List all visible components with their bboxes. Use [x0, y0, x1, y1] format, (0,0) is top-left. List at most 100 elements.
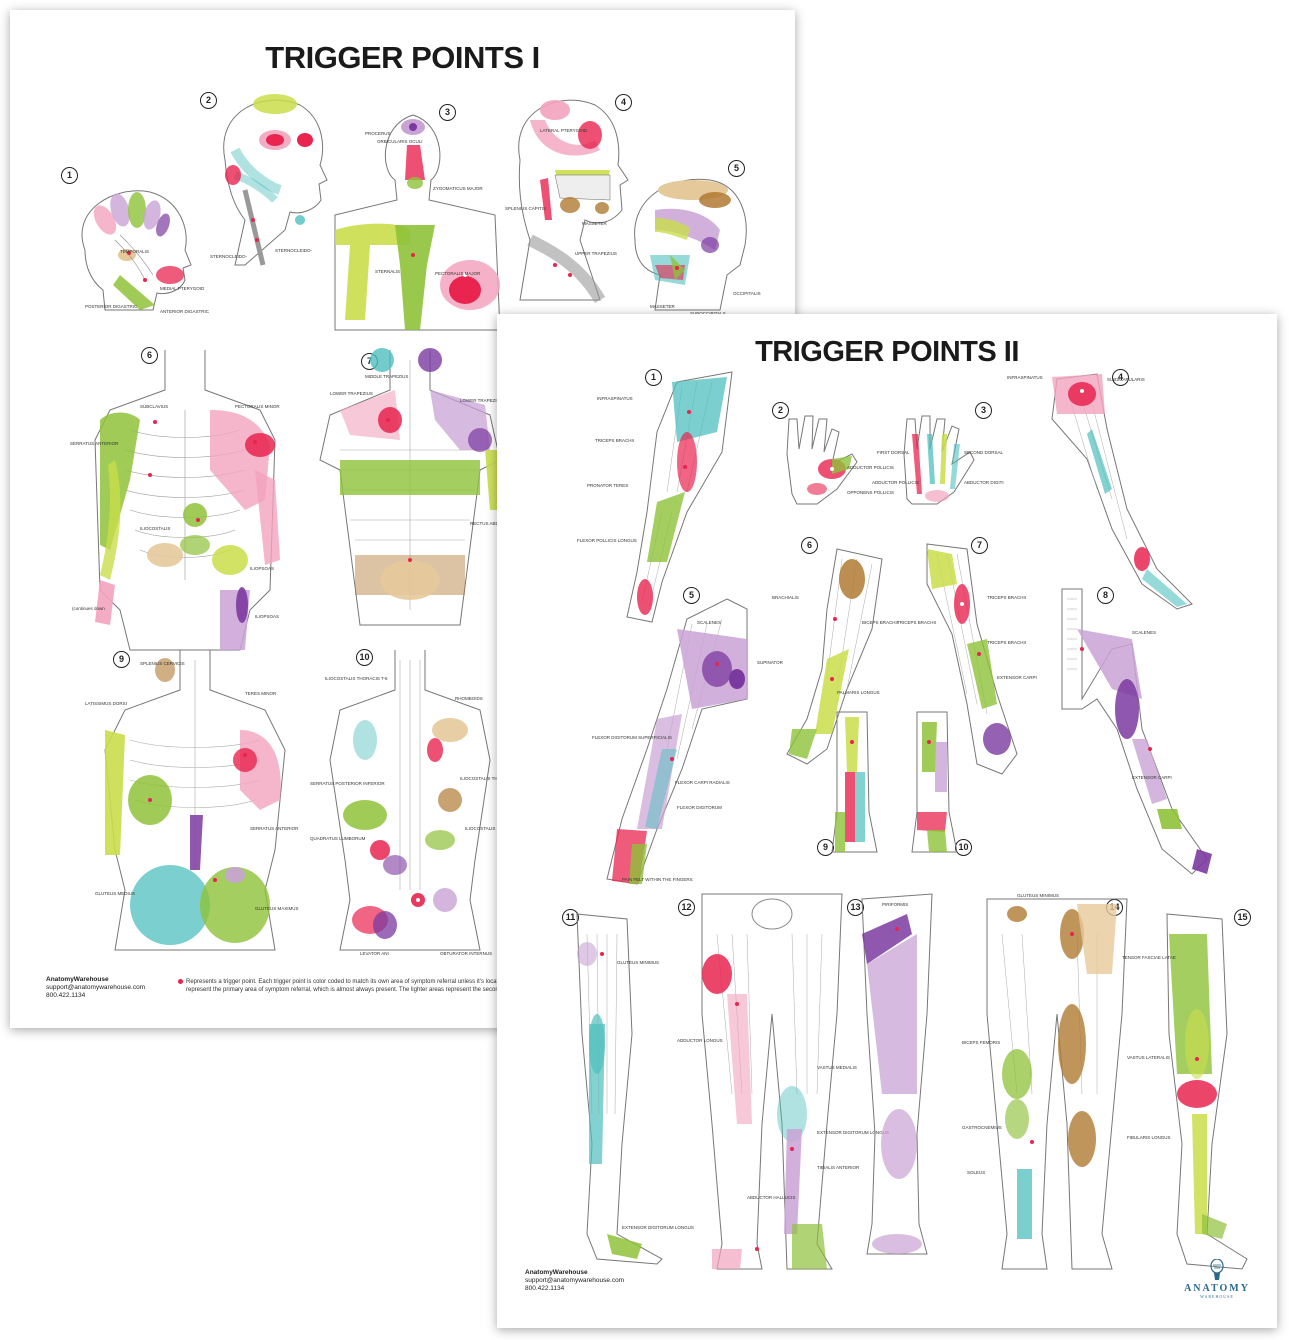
- shoulder-arm-illustration: SCALENES FLEXOR DIGITORUM SUPERFICIALIS …: [592, 598, 767, 885]
- svg-text:SERRATUS ANTERIOR: SERRATUS ANTERIOR: [70, 441, 119, 446]
- head-side-illustration: TEMPORALIS POSTERIOR DIGASTRIC ANTERIOR …: [65, 180, 210, 315]
- panel-number: 8: [1097, 587, 1114, 604]
- panel-number: 1: [61, 167, 78, 184]
- svg-text:TRICEPS BRACHII: TRICEPS BRACHII: [987, 640, 1026, 645]
- svg-text:OPPONENS POLLICIS: OPPONENS POLLICIS: [847, 490, 894, 495]
- svg-text:TRICEPS BRACHII: TRICEPS BRACHII: [595, 438, 634, 443]
- svg-text:ILIOPSOAS: ILIOPSOAS: [250, 566, 274, 571]
- poster-title: TRIGGER POINTS II: [755, 336, 1019, 368]
- back-gluteus-illustration: SPLENIUS CERVICIS LATISSIMUS DORSI TERES…: [85, 650, 305, 960]
- back-deep-muscles-illustration: ILIOCOSTALIS THORACIS T-6 RHOMBOIDS SERR…: [310, 650, 525, 960]
- svg-text:GLUTEUS MINIMUS: GLUTEUS MINIMUS: [617, 960, 659, 965]
- svg-text:SERRATUS ANTERIOR: SERRATUS ANTERIOR: [250, 826, 299, 831]
- svg-text:POSTERIOR DIGASTRIC: POSTERIOR DIGASTRIC: [85, 304, 138, 309]
- panel-number: 6: [141, 347, 158, 364]
- chest-front-illustration: ORBICULARIS OCULI ZYGOMATICUS MAJOR PECT…: [325, 105, 501, 331]
- svg-text:(continues down: (continues down: [72, 606, 105, 611]
- support-email: support@anatomywarehouse.com: [46, 984, 146, 991]
- svg-text:STERNOCLEIDO-: STERNOCLEIDO-: [210, 254, 248, 259]
- svg-text:SCALENES: SCALENES: [1132, 630, 1156, 635]
- svg-text:FLEXOR CARPI RADIALIS: FLEXOR CARPI RADIALIS: [675, 780, 730, 785]
- panel-number: 9: [113, 651, 130, 668]
- hand-adductor-illustration: ADDUCTOR POLLICIS OPPONENS POLLICIS: [777, 414, 894, 505]
- support-email: support@anatomywarehouse.com: [525, 1277, 625, 1284]
- svg-text:ADDUCTOR LONGUS: ADDUCTOR LONGUS: [677, 1038, 723, 1043]
- head-sternocleidomastoid-illustration: STERNOCLEIDO- STERNOCLEIDO-: [205, 90, 335, 266]
- panel-number: 1: [645, 369, 662, 386]
- panel-number: 10: [356, 649, 373, 666]
- svg-text:INFRASPINATUS: INFRASPINATUS: [597, 396, 633, 401]
- logo-subtext: WAREHOUSE: [1200, 1294, 1234, 1299]
- svg-text:GASTROCNEMIUS: GASTROCNEMIUS: [962, 1125, 1002, 1130]
- thorax-front-illustration: SUBCLAVIUS PECTORALIS MINOR SERRATUS ANT…: [70, 350, 300, 660]
- legs-back-illustration: GLUTEUS MINIMUS BICEPS FEMORIS GASTROCNE…: [962, 893, 1137, 1274]
- svg-text:ZYGOMATICUS MAJOR: ZYGOMATICUS MAJOR: [433, 186, 483, 191]
- svg-text:ORBICULARIS OCULI: ORBICULARIS OCULI: [377, 139, 423, 144]
- svg-text:FIRST DORSAL: FIRST DORSAL: [877, 450, 910, 455]
- svg-text:STERNALIS: STERNALIS: [375, 269, 400, 274]
- svg-text:ILIOCOSTALIS THORACIS T-11: ILIOCOSTALIS THORACIS T-11: [460, 776, 525, 781]
- svg-text:SPLENIUS CAPITIS: SPLENIUS CAPITIS: [505, 206, 546, 211]
- svg-text:LATERAL PTERYGOID: LATERAL PTERYGOID: [540, 128, 588, 133]
- svg-text:FIBULARIS LONGUS: FIBULARIS LONGUS: [1127, 1135, 1171, 1140]
- svg-text:EXTENSOR CARPI: EXTENSOR CARPI: [1132, 775, 1172, 780]
- poster2-footer: AnatomyWarehouse support@anatomywarehous…: [525, 1269, 624, 1293]
- svg-text:ILIOCOSTALIS: ILIOCOSTALIS: [465, 826, 495, 831]
- svg-text:ILIOPSOAS: ILIOPSOAS: [255, 614, 279, 619]
- svg-text:FLEXOR DIGITORUM: FLEXOR DIGITORUM: [677, 805, 722, 810]
- svg-text:BICEPS BRACHII: BICEPS BRACHII: [862, 620, 898, 625]
- svg-text:TEMPORALIS: TEMPORALIS: [120, 249, 149, 254]
- svg-text:ANTERIOR DIGASTRIC: ANTERIOR DIGASTRIC: [160, 309, 210, 314]
- svg-text:LEVATOR ANI: LEVATOR ANI: [360, 951, 389, 956]
- forearm-brachioradialis-illustration: [907, 711, 958, 853]
- svg-text:GLUTEUS MINIMUS: GLUTEUS MINIMUS: [1017, 893, 1059, 898]
- leg-side-illustration: GLUTEUS MINIMUS EXTENSOR DIGITORUM LONGU…: [557, 913, 694, 1265]
- svg-text:OCCIPITALIS: OCCIPITALIS: [733, 291, 761, 296]
- anatomy-warehouse-logo: ANATOMY WAREHOUSE: [1182, 1259, 1252, 1299]
- legs-front-illustration: ADDUCTOR LONGUS VASTUS MEDIALIS EXTENSOR…: [677, 893, 889, 1274]
- svg-text:PECTORALIS MAJOR: PECTORALIS MAJOR: [435, 271, 481, 276]
- phone-number: 800.422.1134: [46, 992, 86, 999]
- red-dot-icon: [178, 978, 183, 984]
- svg-text:BRACHIALIS: BRACHIALIS: [772, 595, 799, 600]
- svg-text:MASSETER: MASSETER: [650, 304, 676, 309]
- panel-number: 4: [615, 94, 632, 111]
- poster-trigger-points-2: TRIGGER POINTS II 1 2 3 4 5 6 7 8 9 10 1…: [497, 314, 1277, 1328]
- company-name: AnatomyWarehouse: [525, 1269, 588, 1276]
- trigger-point-legend: Represents a trigger point. Each trigger…: [178, 978, 507, 994]
- panel-number: 5: [728, 160, 745, 177]
- svg-text:MASSETER: MASSETER: [582, 221, 608, 226]
- svg-text:VASTUS LATERALIS: VASTUS LATERALIS: [1127, 1055, 1170, 1060]
- panel-number: 2: [772, 402, 789, 419]
- hand-interossei-illustration: FIRST DORSAL SECOND DORSAL ABDUCTOR DIGI…: [872, 414, 1004, 505]
- svg-text:EXTENSOR DIGITORUM LONGUS: EXTENSOR DIGITORUM LONGUS: [622, 1225, 694, 1230]
- svg-text:LOWER TRAPEZIUS: LOWER TRAPEZIUS: [330, 391, 373, 396]
- svg-text:ABDUCTOR HALLUCIS: ABDUCTOR HALLUCIS: [747, 1195, 795, 1200]
- svg-text:SCALENES: SCALENES: [697, 620, 721, 625]
- svg-text:SECOND DORSAL: SECOND DORSAL: [964, 450, 1004, 455]
- poster1-footer: AnatomyWarehouse support@anatomywarehous…: [46, 976, 145, 1000]
- svg-text:TERES MINOR: TERES MINOR: [245, 691, 277, 696]
- svg-text:PRONATOR TERES: PRONATOR TERES: [587, 483, 628, 488]
- poster-title: TRIGGER POINTS I: [265, 40, 540, 75]
- svg-text:SOLEUS: SOLEUS: [967, 1170, 985, 1175]
- svg-text:STERNOCLEIDO-: STERNOCLEIDO-: [275, 248, 313, 253]
- svg-text:MEDIAL PTERYGOID: MEDIAL PTERYGOID: [160, 286, 205, 291]
- svg-text:GLUTEUS MAXIMUS: GLUTEUS MAXIMUS: [255, 906, 299, 911]
- panel-number: 12: [678, 899, 695, 916]
- anatomy-warehouse-logo-icon: [1210, 1259, 1224, 1280]
- panel-number: 6: [801, 537, 818, 554]
- svg-text:PAIN FELT WITHIN THE FINGERS: PAIN FELT WITHIN THE FINGERS: [622, 877, 693, 882]
- panel-number: 2: [200, 92, 217, 109]
- svg-text:PECTORALIS MINOR: PECTORALIS MINOR: [235, 404, 280, 409]
- svg-text:PROCERUS: PROCERUS: [365, 131, 391, 136]
- upper-back-illustration: LOWER TRAPEZIUS MIDDLE TRAPEZIUS LOWER T…: [310, 348, 515, 626]
- svg-text:PALMARIS LONGUS: PALMARIS LONGUS: [837, 690, 880, 695]
- arm-subscapularis-illustration: INFRASPINATUS SUBSCAPULARIS: [1007, 369, 1207, 610]
- svg-text:ADDUCTOR POLLICIS: ADDUCTOR POLLICIS: [847, 465, 894, 470]
- legend-text-line2: represent the primary area of symptom re…: [186, 987, 508, 993]
- svg-text:VASTUS MEDIALIS: VASTUS MEDIALIS: [817, 1065, 857, 1070]
- svg-text:LOWER TRAPEZIUS: LOWER TRAPEZIUS: [460, 398, 503, 403]
- logo-wordmark: ANATOMY: [1184, 1283, 1250, 1294]
- svg-text:INFRASPINATUS: INFRASPINATUS: [1007, 375, 1043, 380]
